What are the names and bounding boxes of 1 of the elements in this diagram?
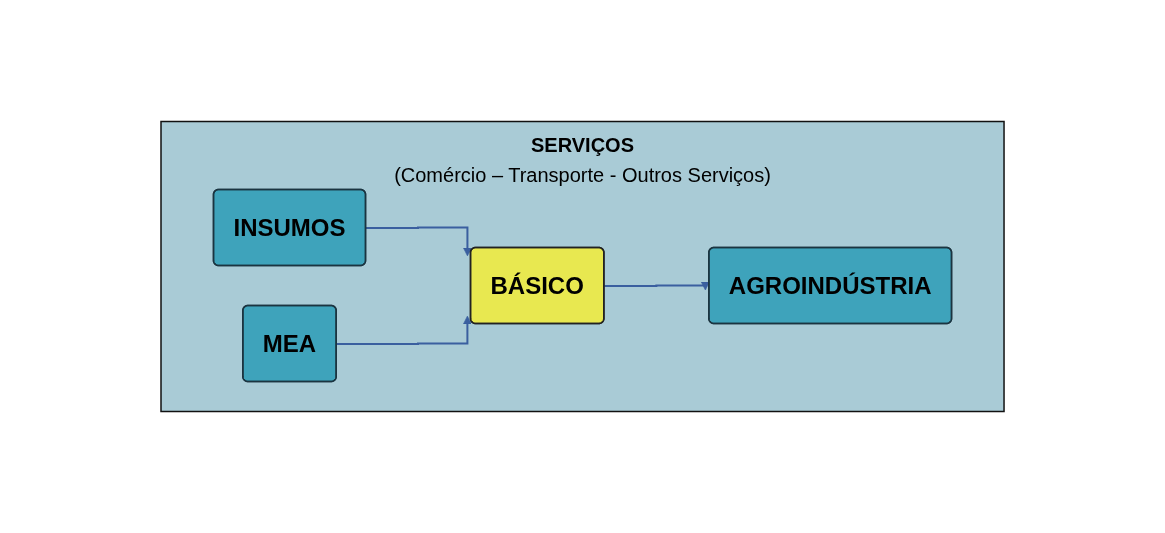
- arrow: [365, 226, 472, 257]
